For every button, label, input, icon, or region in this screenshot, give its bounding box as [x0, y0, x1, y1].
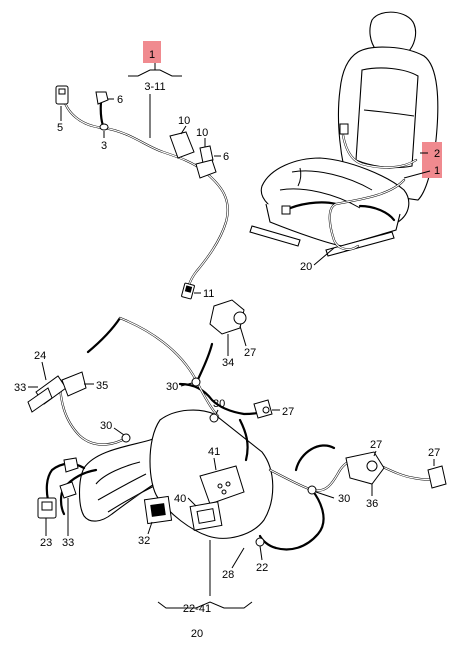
group-number-20: 20 — [191, 628, 203, 640]
callout-6-b: 6 — [223, 151, 229, 163]
connector-11[interactable] — [181, 282, 195, 300]
callout-1-seat: 1 — [434, 165, 440, 177]
callout-3: 3 — [101, 140, 107, 152]
connector-27-mid[interactable] — [253, 399, 273, 419]
callout-23: 23 — [40, 537, 52, 549]
callout-27-mid: 27 — [282, 406, 294, 418]
callout-highlight-1: 1 — [149, 49, 155, 61]
callout-40: 40 — [174, 493, 186, 505]
seat-illustration — [249, 11, 439, 257]
callout-22: 22 — [256, 562, 268, 574]
callout-30-center: 30 — [213, 398, 225, 410]
callout-35: 35 — [96, 380, 108, 392]
callout-30-right: 30 — [338, 493, 350, 505]
callout-30-left: 30 — [100, 420, 112, 432]
callout-32: 32 — [138, 535, 150, 547]
callout-11: 11 — [203, 288, 214, 300]
callout-5: 5 — [57, 122, 63, 134]
bracket-10[interactable] — [169, 131, 214, 164]
connector-23[interactable] — [37, 497, 57, 519]
connector-32[interactable] — [143, 495, 173, 525]
callout-27-right-b: 27 — [428, 447, 440, 459]
connector-24-block[interactable] — [27, 371, 87, 413]
seat-headrest — [369, 11, 417, 53]
clip-30-center[interactable] — [209, 413, 219, 423]
callout-28: 28 — [222, 569, 234, 581]
group-bracket-3-11 — [128, 69, 182, 77]
callout-20-seat: 20 — [300, 261, 312, 273]
callout-10-a: 10 — [178, 115, 190, 127]
connector-36[interactable] — [345, 451, 385, 485]
connector-40[interactable] — [189, 501, 223, 531]
connector-41[interactable] — [199, 465, 245, 505]
connector-34[interactable] — [209, 299, 247, 335]
clip-30-right[interactable] — [307, 485, 317, 495]
callout-27-right-a: 27 — [370, 439, 382, 451]
lower-harness-group: 24 33 35 34 27 30 30 30 27 41 40 27 27 3… — [14, 299, 447, 640]
clip-33-upper[interactable] — [63, 457, 79, 473]
connector-5[interactable] — [55, 85, 69, 105]
highlight-marker-2[interactable] — [422, 142, 442, 178]
callout-24: 24 — [34, 350, 46, 362]
callout-34: 34 — [222, 357, 234, 369]
connector-27-right[interactable] — [427, 465, 447, 489]
clip-30-top[interactable] — [191, 377, 201, 387]
group-bracket-22-41 — [157, 601, 253, 609]
group-ref-3-11: 3-11 — [144, 81, 165, 93]
highlight-marker-1[interactable] — [143, 41, 161, 63]
group-ref-22-41: 22-41 — [183, 603, 211, 615]
callout-30-top: 30 — [166, 381, 178, 393]
callout-36: 36 — [366, 498, 378, 510]
callout-6-a: 6 — [117, 94, 123, 106]
grommet-3[interactable] — [99, 123, 109, 131]
callout-41: 41 — [208, 446, 220, 458]
clip-33-lower[interactable] — [59, 481, 77, 499]
clip-30-left[interactable] — [121, 433, 131, 443]
callout-10-b: 10 — [196, 127, 208, 139]
upper-harness-group: 1 3-11 6 5 3 10 10 — [55, 41, 229, 300]
callout-27-top: 27 — [244, 347, 256, 359]
callout-33-left: 33 — [14, 382, 26, 394]
callout-2: 2 — [434, 148, 440, 160]
grommet-22[interactable] — [255, 537, 265, 547]
clip-6-upper[interactable] — [95, 91, 109, 105]
callout-33-bottom: 33 — [62, 537, 74, 549]
seat-rail-left — [249, 225, 301, 247]
clip-6-mid[interactable] — [195, 159, 217, 179]
